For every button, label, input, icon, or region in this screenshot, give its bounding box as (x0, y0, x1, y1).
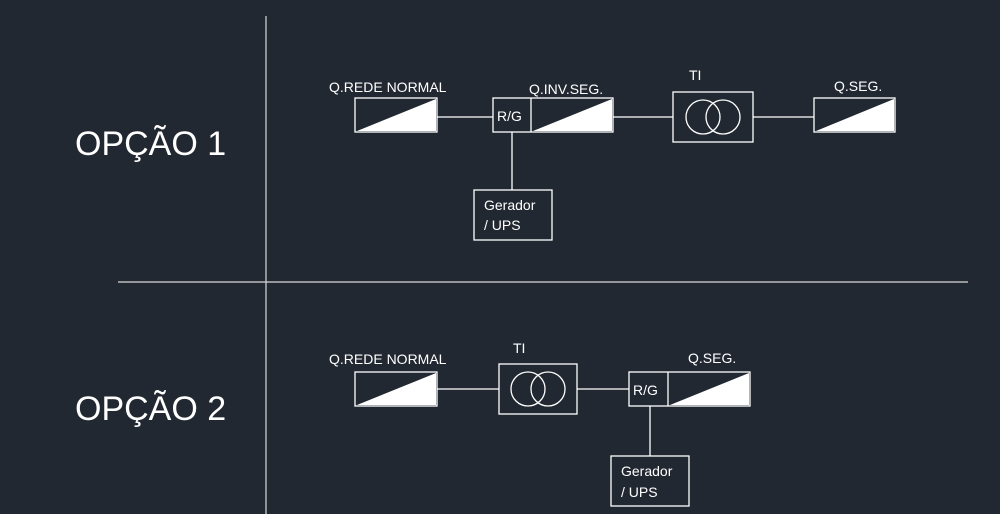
option-1-q-seg-panel (813, 97, 896, 133)
option-1-q-rede-normal-panel (354, 97, 438, 133)
option-1-q-seg-label: Q.SEG. (834, 78, 882, 94)
option-2-title: OPÇÃO 2 (75, 390, 226, 428)
option-1-transformer-icon (672, 91, 754, 143)
option-1-ti-label: TI (689, 67, 701, 83)
option-1-generator-label-1: Gerador (484, 197, 536, 213)
option-2-q-seg-label: Q.SEG. (688, 350, 736, 366)
option-1-q-inv-seg-panel (492, 97, 614, 133)
option-1-q-inv-seg-label: Q.INV.SEG. (529, 81, 603, 97)
option-1-section: OPÇÃO 1 Q.REDE NORMAL Q.INV.SEG. TI Q.SE… (75, 67, 896, 241)
option-2-q-seg-panel (628, 371, 751, 407)
option-2-generator-label-1: Gerador (621, 463, 673, 479)
option-2-rg-label: R/G (633, 382, 658, 398)
option-1-rg-label: R/G (497, 108, 522, 124)
option-2-ti-label: TI (513, 340, 525, 356)
option-2-transformer-icon (498, 363, 578, 415)
option-2-q-rede-normal-label: Q.REDE NORMAL (329, 351, 447, 367)
option-2-generator-label-2: / UPS (621, 484, 658, 500)
option-2-section: OPÇÃO 2 Q.REDE NORMAL TI Q.SEG. R/G (75, 340, 751, 507)
option-1-q-rede-normal-label: Q.REDE NORMAL (329, 79, 447, 95)
option-1-generator-box (473, 189, 553, 241)
option-1-title: OPÇÃO 1 (75, 125, 226, 163)
option-1-generator-label-2: / UPS (484, 217, 521, 233)
option-2-q-rede-normal-panel (354, 371, 438, 407)
option-2-generator-box (610, 455, 690, 507)
